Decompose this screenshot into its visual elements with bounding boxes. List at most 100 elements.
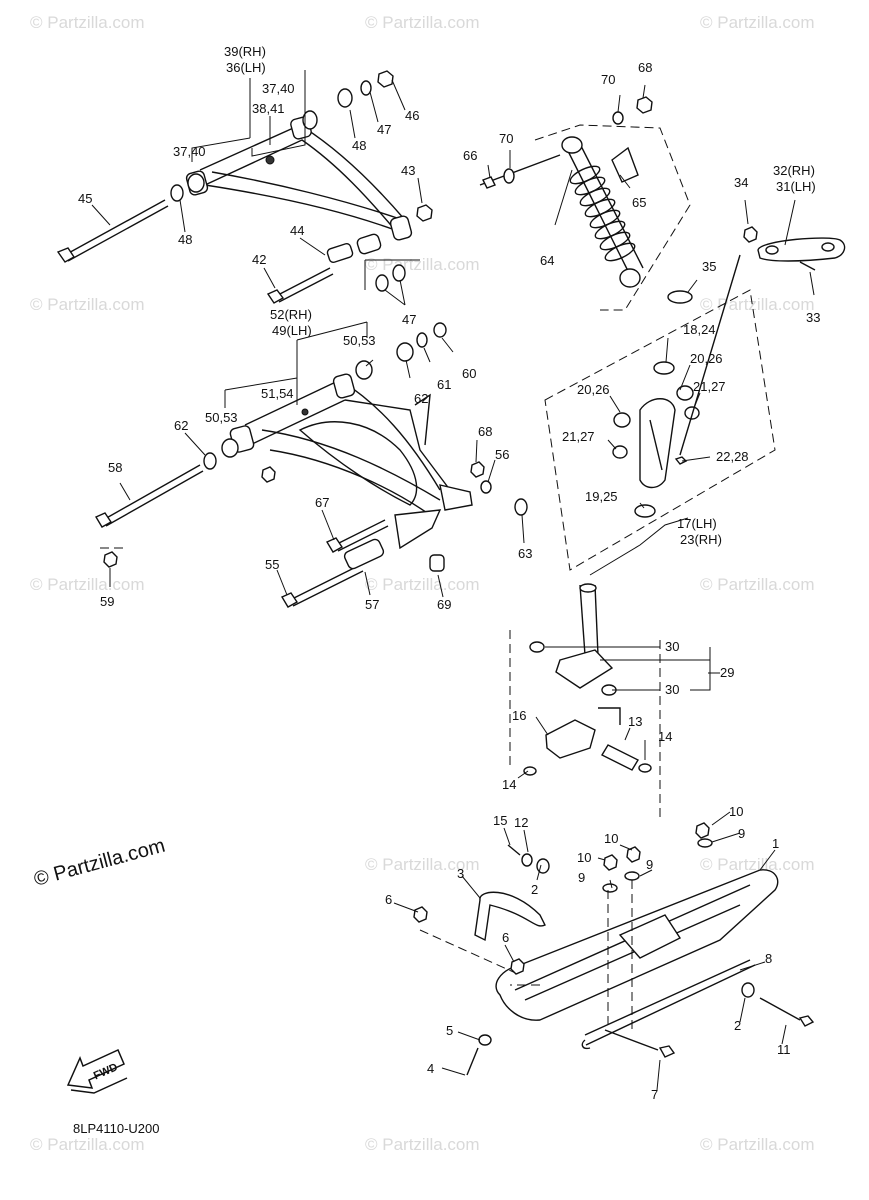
callout-59: 59: [100, 594, 114, 609]
callout-9: 9: [578, 870, 585, 885]
upper-arm-hardware: [56, 70, 433, 304]
callout-47: 47: [402, 312, 416, 327]
callout-69: 69: [437, 597, 451, 612]
callout-70: 70: [499, 131, 513, 146]
callout-48: 48: [178, 232, 192, 247]
callout-42: 42: [252, 252, 266, 267]
callout-58: 58: [108, 460, 122, 475]
ski: [419, 869, 779, 1050]
callout-10: 10: [577, 850, 591, 865]
watermark: © Partzilla.com: [30, 575, 145, 594]
callout-65: 65: [632, 195, 646, 210]
callout-46: 46: [405, 108, 419, 123]
callout-17-23-lh: 17(LH): [677, 516, 717, 531]
diagram-code: 8LP4110-U200: [73, 1121, 160, 1136]
callout-48: 48: [352, 138, 366, 153]
watermark: © Partzilla.com: [700, 575, 815, 594]
callout-21-27: 21,27: [693, 379, 726, 394]
callout-33: 33: [806, 310, 820, 325]
callout-66: 66: [463, 148, 477, 163]
callout-20-26: 20,26: [577, 382, 610, 397]
callout-3: 3: [457, 866, 464, 881]
callout-52-49-rh: 52(RH): [270, 307, 312, 322]
watermark: © Partzilla.com: [700, 13, 815, 32]
callout-19-25: 19,25: [585, 489, 618, 504]
callout-37-40: 37,40: [173, 144, 206, 159]
callout-2: 2: [734, 1018, 741, 1033]
callout-5: 5: [446, 1023, 453, 1038]
callout-52-49-lh: 49(LH): [272, 323, 312, 338]
callout-32-31-lh: 31(LH): [776, 179, 816, 194]
watermark: © Partzilla.com: [30, 1135, 145, 1154]
callout-34: 34: [734, 175, 748, 190]
callout-4: 4: [427, 1061, 434, 1076]
callout-14: 14: [502, 777, 516, 792]
callout-22-28: 22,28: [716, 449, 749, 464]
callout-57: 57: [365, 597, 379, 612]
copyright-text: © Partzilla.com: [32, 835, 168, 891]
callout-9: 9: [646, 857, 653, 872]
callout-39-36-rh: 39(RH): [224, 44, 266, 59]
callout-20-26: 20,26: [690, 351, 723, 366]
callout-16: 16: [512, 708, 526, 723]
callout-10: 10: [604, 831, 618, 846]
leader-lines: [91, 70, 815, 1091]
callout-13: 13: [628, 714, 642, 729]
callout-62: 62: [414, 391, 428, 406]
callout-35: 35: [702, 259, 716, 274]
callout-51-54: 51,54: [261, 386, 294, 401]
callout-68: 68: [638, 60, 652, 75]
shock-absorber: [479, 96, 691, 311]
callout-6: 6: [502, 930, 509, 945]
callout-32-31-rh: 32(RH): [773, 163, 815, 178]
watermark: © Partzilla.com: [365, 575, 480, 594]
callout-15: 15: [493, 813, 507, 828]
callout-50-53: 50,53: [205, 410, 238, 425]
callout-2: 2: [531, 882, 538, 897]
callout-67: 67: [315, 495, 329, 510]
watermark: © Partzilla.com: [30, 13, 145, 32]
callout-labels: 39(RH) 36(LH) 37,40 38,41 37,40 45 48 48…: [78, 44, 820, 1102]
callout-14: 14: [658, 729, 672, 744]
callout-62: 62: [174, 418, 188, 433]
callout-64: 64: [540, 253, 554, 268]
callout-1: 1: [772, 836, 779, 851]
callout-38-41: 38,41: [252, 101, 285, 116]
callout-11: 11: [777, 1042, 791, 1057]
callout-50-53: 50,53: [343, 333, 376, 348]
callout-47: 47: [377, 122, 391, 137]
callout-56: 56: [495, 447, 509, 462]
tie-rod-end: [679, 226, 846, 456]
callout-43: 43: [401, 163, 415, 178]
callout-44: 44: [290, 223, 304, 238]
callout-63: 63: [518, 546, 532, 561]
callout-17-23-rh: 23(RH): [680, 532, 722, 547]
callout-61: 61: [437, 377, 451, 392]
callout-39-36-lh: 36(LH): [226, 60, 266, 75]
callout-8: 8: [765, 951, 772, 966]
watermark: © Partzilla.com: [365, 855, 480, 874]
spindle-assembly: [544, 289, 776, 571]
callout-37-40: 37,40: [262, 81, 295, 96]
callout-6: 6: [385, 892, 392, 907]
callout-29: 29: [720, 665, 734, 680]
callout-45: 45: [78, 191, 92, 206]
fwd-arrow-icon: FWD: [66, 1048, 128, 1094]
callout-21-27: 21,27: [562, 429, 595, 444]
lower-a-arm: [229, 373, 473, 550]
callout-68: 68: [478, 424, 492, 439]
callout-70: 70: [601, 72, 615, 87]
callout-30: 30: [665, 682, 679, 697]
watermark-layer: © Partzilla.com © Partzilla.com © Partzi…: [30, 13, 815, 1154]
watermark: © Partzilla.com: [700, 1135, 815, 1154]
callout-10: 10: [729, 804, 743, 819]
watermark: © Partzilla.com: [700, 295, 815, 314]
callout-60: 60: [462, 366, 476, 381]
watermark: © Partzilla.com: [365, 255, 480, 274]
watermark: © Partzilla.com: [30, 295, 145, 314]
callout-9: 9: [738, 826, 745, 841]
callout-30: 30: [665, 639, 679, 654]
ski-spindle: [509, 583, 661, 820]
callout-7: 7: [651, 1087, 658, 1102]
